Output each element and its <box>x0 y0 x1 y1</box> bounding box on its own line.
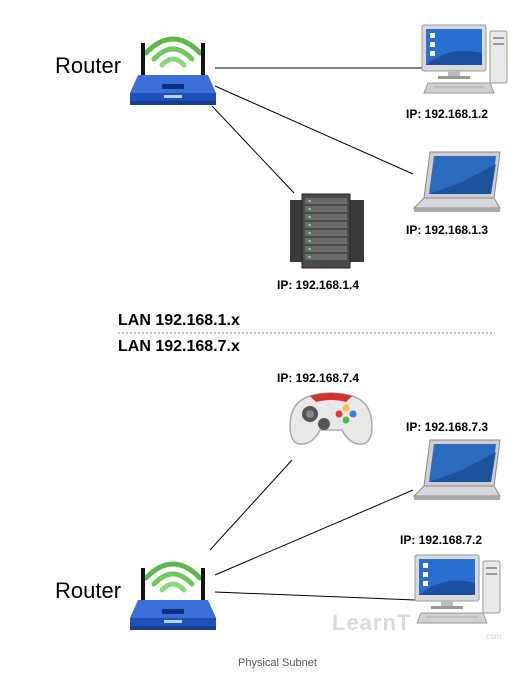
laptop-icon <box>412 439 501 500</box>
link-router2-desktop <box>214 591 416 601</box>
lan-label-top: LAN 192.168.1.x <box>118 312 240 329</box>
game-controller-icon <box>289 392 373 445</box>
laptop-icon <box>412 151 501 212</box>
router-icon <box>130 561 216 630</box>
link-router1-server <box>211 105 295 194</box>
router-icon <box>130 36 216 105</box>
link-router2-console <box>209 459 293 551</box>
watermark-sub: .com <box>484 632 502 641</box>
ip-label-console: IP: 192.168.7.4 <box>277 371 360 385</box>
ip-label-desktop-1: IP: 192.168.1.2 <box>406 107 489 121</box>
ip-label-laptop-1: IP: 192.168.1.3 <box>406 223 489 237</box>
ip-label-server: IP: 192.168.1.4 <box>277 278 360 292</box>
router-label-top: Router <box>55 53 122 78</box>
ip-label-laptop-2: IP: 192.168.7.3 <box>406 420 489 434</box>
link-router1-laptop <box>214 85 414 175</box>
router-label-bottom: Router <box>55 578 122 603</box>
lan-label-bottom: LAN 192.168.7.x <box>118 338 240 355</box>
server-rack-icon <box>290 193 364 269</box>
link-router2-laptop <box>214 489 414 576</box>
desktop-computer-icon <box>421 24 508 94</box>
ip-label-desktop-2: IP: 192.168.7.2 <box>400 533 483 547</box>
diagram-caption: Physical Subnet <box>238 657 317 669</box>
watermark-text: LearnT <box>332 610 412 635</box>
desktop-computer-icon <box>414 554 501 624</box>
